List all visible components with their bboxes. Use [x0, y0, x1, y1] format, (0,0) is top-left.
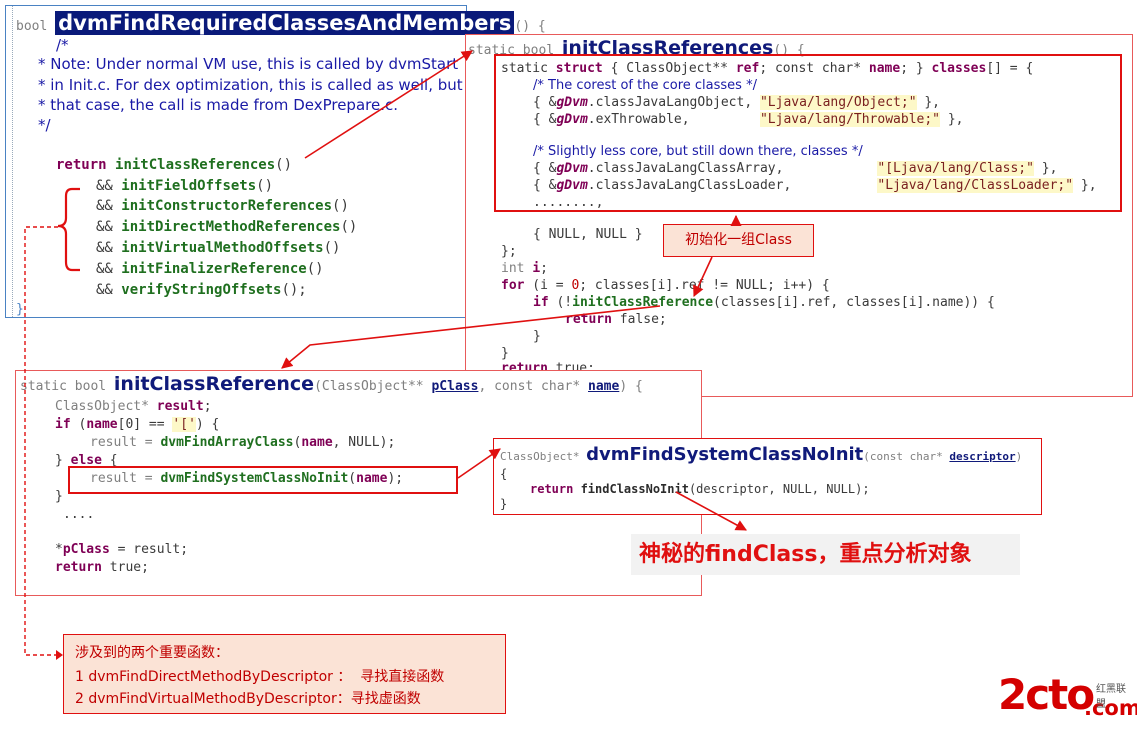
comment-line: /* Slightly less core, but still down th…: [533, 144, 863, 159]
code-line: *pClass = result;: [55, 542, 189, 557]
code-line: {: [500, 467, 508, 481]
code-line: }: [533, 329, 541, 344]
callout-mystery-findclass: 神秘的findClass，重点分析对象: [631, 534, 1020, 575]
code-line: { &gDvm.classJavaLangClassLoader, "Ljava…: [533, 178, 1097, 193]
callout-important-functions: 涉及到的两个重要函数： 1 dvmFindDirectMethodByDescr…: [63, 634, 506, 714]
comment-line: /* The corest of the core classes */: [533, 78, 757, 93]
code-line: && initConstructorReferences(): [96, 198, 349, 214]
comment-line: * that case, the call is made from DexPr…: [38, 96, 398, 114]
code-line: }: [501, 346, 509, 361]
func-signature: bool dvmFindRequiredClassesAndMembers() …: [16, 11, 546, 35]
close-brace: }: [16, 302, 24, 317]
find-system-class-call-box: [68, 466, 458, 494]
dashed-arrow-head: [56, 650, 63, 660]
code-line: if (!initClassReference(classes[i].ref, …: [533, 295, 995, 310]
code-line: return findClassNoInit(descriptor, NULL,…: [530, 482, 870, 496]
gutter: [6, 6, 13, 317]
code-line: for (i = 0; classes[i].ref != NULL; i++)…: [501, 278, 830, 293]
code-line: && verifyStringOffsets();: [96, 282, 307, 298]
code-line: && initVirtualMethodOffsets(): [96, 240, 341, 256]
code-line: { &gDvm.exThrowable, "Ljava/lang/Throwab…: [533, 112, 964, 127]
code-line: return false;: [565, 312, 667, 327]
func-name-highlighted: dvmFindRequiredClassesAndMembers: [55, 11, 515, 35]
code-line: && initDirectMethodReferences(): [96, 219, 358, 235]
code-line: ........,: [533, 195, 604, 210]
func-signature: ClassObject* dvmFindSystemClassNoInit(co…: [500, 444, 1023, 465]
code-line: && initFieldOffsets(): [96, 178, 274, 194]
code-line: if (name[0] == '[') {: [55, 417, 220, 432]
note-title: 涉及到的两个重要函数：: [75, 645, 229, 661]
code-line: }: [55, 489, 63, 504]
comment-line: */: [38, 116, 51, 134]
code-line: static struct { ClassObject** ref; const…: [501, 61, 1034, 76]
panel-init-class-references: static bool initClassReferences() { stat…: [465, 34, 1133, 397]
code-line: result = dvmFindSystemClassNoInit(name);: [90, 471, 404, 486]
note-line-2: 2 dvmFindVirtualMethodByDescriptor：寻找虚函数: [75, 691, 421, 707]
watermark-logo: 2cto .com 红黑联盟: [998, 670, 1137, 724]
code-line: int i;: [501, 261, 548, 276]
watermark-suffix: .com: [1084, 696, 1137, 720]
code-line: result = dvmFindArrayClass(name, NULL);: [90, 435, 396, 450]
code-line: { &gDvm.classJavaLangObject, "Ljava/lang…: [533, 95, 941, 110]
code-line: ....: [63, 507, 95, 522]
code-line: } else {: [55, 453, 118, 468]
classes-array-box: [494, 54, 1122, 212]
code-line: { &gDvm.classJavaLangClassArray, "[Ljava…: [533, 161, 1058, 176]
code-line: }: [500, 497, 508, 511]
panel-find-required-classes: bool dvmFindRequiredClassesAndMembers() …: [5, 5, 546, 318]
panel-find-system-class-no-init: ClassObject* dvmFindSystemClassNoInit(co…: [493, 438, 1042, 515]
watermark-tag: 红黑联盟: [1096, 684, 1126, 710]
note-line-1: 1 dvmFindDirectMethodByDescriptor ： 寻找直接…: [75, 669, 445, 685]
code-line: && initFinalizerReference(): [96, 261, 324, 277]
code-line: };: [501, 244, 517, 259]
comment-line: * in Init.c. For dex optimization, this …: [38, 76, 463, 94]
func-signature: static bool initClassReferences() {: [468, 37, 805, 59]
code-line: return true;: [55, 560, 149, 575]
panel-init-class-reference: static bool initClassReference(ClassObje…: [15, 370, 702, 596]
watermark-main: 2cto: [998, 670, 1095, 719]
func-signature: static bool initClassReference(ClassObje…: [20, 373, 643, 395]
code-line: { NULL, NULL }: [533, 227, 643, 242]
comment-line: * Note: Under normal VM use, this is cal…: [38, 55, 459, 73]
code-line: return initClassReferences(): [56, 157, 293, 173]
comment-line: /*: [56, 36, 69, 54]
callout-init-group: 初始化一组Class: [663, 224, 814, 257]
code-line: ClassObject* result;: [55, 399, 212, 414]
